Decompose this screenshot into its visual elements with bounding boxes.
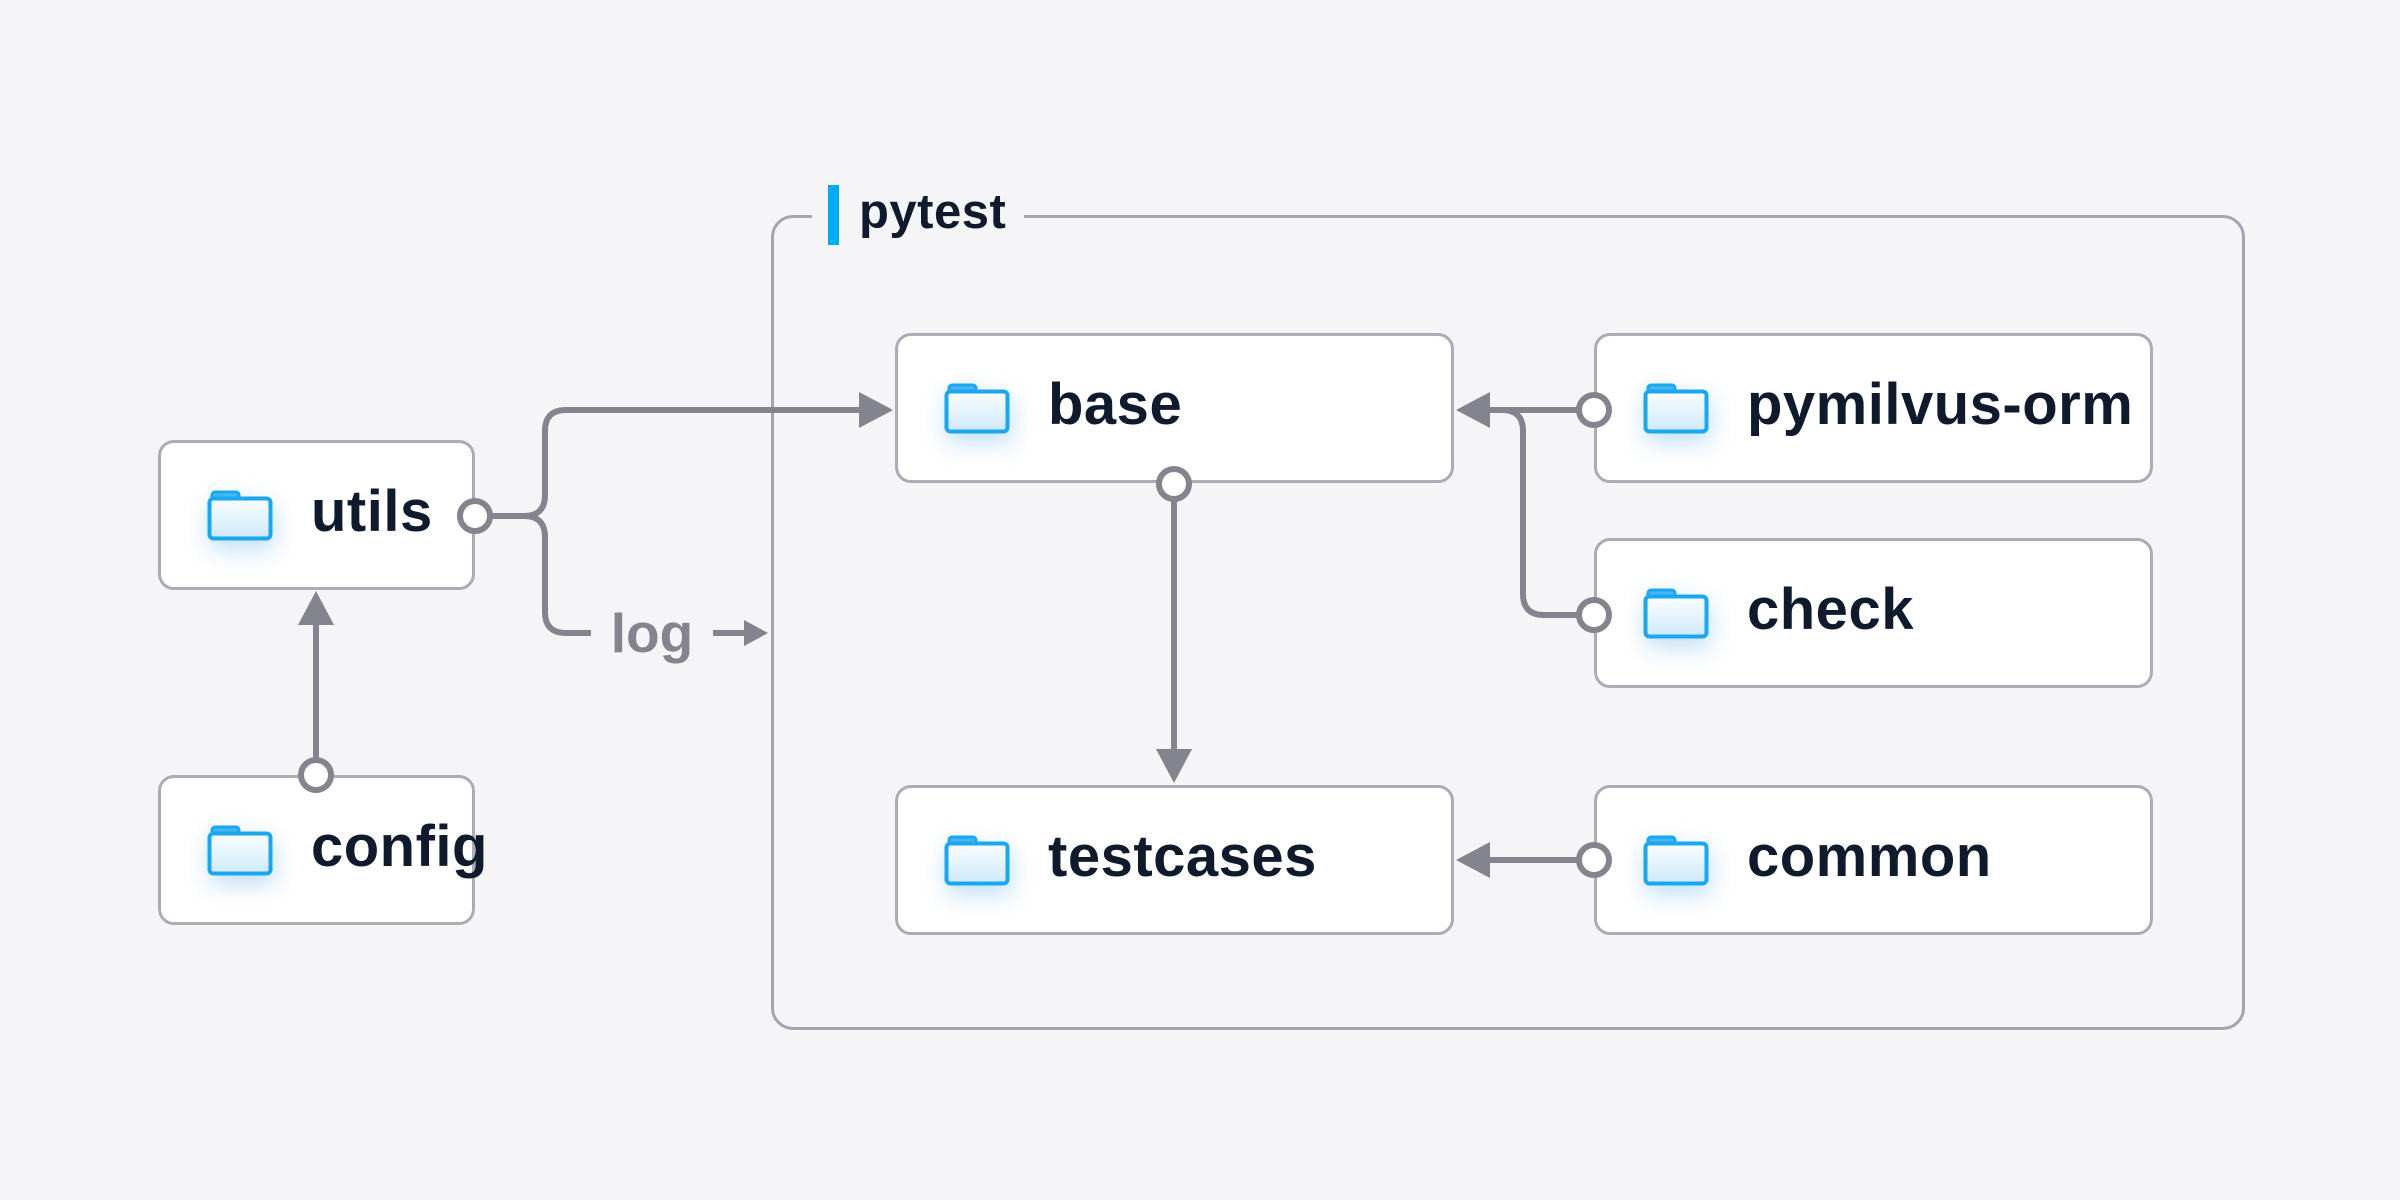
folder-icon <box>1643 835 1709 886</box>
node-pymilvus-orm: pymilvus-orm <box>1594 333 2153 483</box>
pytest-group-label: pytest <box>812 182 1025 248</box>
edge-utils-to-log <box>490 513 591 636</box>
folder-icon <box>1643 588 1709 639</box>
folder-icon <box>1643 383 1709 434</box>
node-label: base <box>1048 371 1183 437</box>
pytest-group-container <box>771 215 2245 1030</box>
folder-icon <box>944 835 1010 886</box>
folder-icon <box>207 490 273 541</box>
node-utils: utils <box>158 440 475 590</box>
node-check: check <box>1594 538 2153 688</box>
node-common: common <box>1594 785 2153 935</box>
node-testcases: testcases <box>895 785 1454 935</box>
folder-icon <box>944 383 1010 434</box>
edge-log-label: log <box>610 602 694 664</box>
node-label: testcases <box>1048 823 1317 889</box>
node-label: config <box>311 813 488 879</box>
node-config: config <box>158 775 487 925</box>
node-base: base <box>895 333 1454 483</box>
arrowhead-log-to-pytest <box>744 620 768 646</box>
node-label: check <box>1747 576 1914 642</box>
node-label: common <box>1747 823 1992 889</box>
node-label: utils <box>311 478 433 544</box>
accent-bar <box>828 185 839 245</box>
node-label: pymilvus-orm <box>1747 371 2134 437</box>
pytest-group-title: pytest <box>859 185 1007 239</box>
arrowhead-config-to-utils <box>298 591 334 625</box>
folder-icon <box>207 825 273 876</box>
